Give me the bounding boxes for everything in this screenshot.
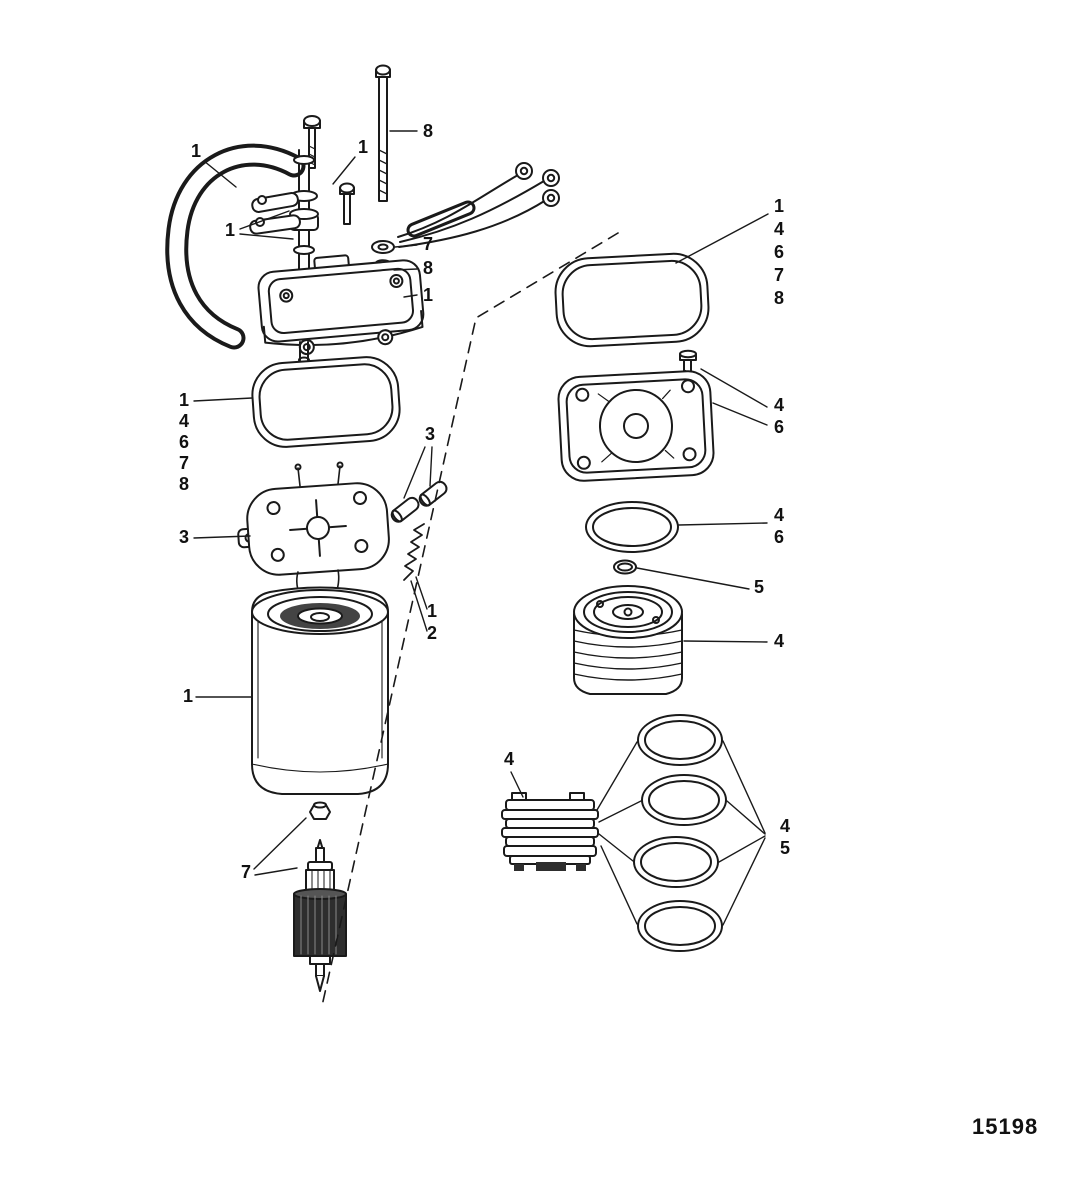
hose-drawing [165,143,306,350]
callout-left-gasket-4: 4 [179,411,189,431]
callout-spring-b: 2 [427,623,437,643]
pump-cover-drawing [557,370,715,482]
small-oring-drawing [613,559,637,575]
callout-pump-assembly: 4 [774,631,784,651]
callout-pump-oring-6: 6 [774,527,784,547]
callout-oring-set-4: 4 [780,816,790,836]
callout-top-cover: 1 [423,285,433,305]
callout-top-screws: 1 [358,137,368,157]
right-gasket-drawing [554,252,710,348]
callout-right-gasket-8: 8 [774,288,784,308]
pump-assembly-drawing [573,585,683,695]
oring-set-drawing [633,714,727,952]
brush-set-drawing [390,480,448,523]
section-divider-dashed-line [321,232,619,1007]
callout-oring-set-5: 5 [780,838,790,858]
callout-nut: 8 [423,258,433,278]
shaft-nut-drawing [309,801,331,820]
callout-pump-oring-4: 4 [774,505,784,525]
callout-right-gasket-6: 6 [774,242,784,262]
callout-pump-cover-6: 6 [774,417,784,437]
callout-brush-plate: 3 [179,527,189,547]
leader-lines [193,130,769,926]
brush-spring-drawing [403,523,425,581]
callout-brushes: 3 [425,424,435,444]
top-cover-drawing [257,254,425,356]
callout-tube-clamps: 1 [225,220,235,240]
brush-plate-drawing [237,461,390,607]
callout-right-gasket-7: 7 [774,265,784,285]
drawing-number: 15198 [972,1114,1038,1139]
callout-left-gasket-6: 6 [179,432,189,452]
callout-hose: 1 [191,141,201,161]
callout-washer: 7 [423,234,433,254]
callout-labels: 1 8 1 1 7 8 1 1 4 6 7 8 3 3 1 2 1 7 1 4 … [179,121,790,882]
callout-small-oring: 5 [754,577,764,597]
callout-pump-cover-4: 4 [774,395,784,415]
callout-long-bolt: 8 [423,121,433,141]
armature-drawing [293,839,347,992]
mounting-screws-drawing [303,115,355,225]
long-bolt-drawing [375,64,391,202]
callout-left-gasket-7: 7 [179,453,189,473]
callout-left-gasket-8: 8 [179,474,189,494]
diagram-artwork [165,64,769,1007]
tube-clamps-drawing [249,149,319,286]
motor-housing-drawing [251,586,389,795]
valve-body-drawing [501,792,599,871]
callout-motor-housing: 1 [183,686,193,706]
callout-right-gasket-4: 4 [774,219,784,239]
pump-oring-drawing [585,501,679,553]
callout-valve-body: 4 [504,749,514,769]
callout-right-gasket-1: 1 [774,196,784,216]
callout-armature: 7 [241,862,251,882]
callout-left-gasket-1: 1 [179,390,189,410]
left-gasket-drawing [251,356,401,448]
callout-spring-a: 1 [427,601,437,621]
